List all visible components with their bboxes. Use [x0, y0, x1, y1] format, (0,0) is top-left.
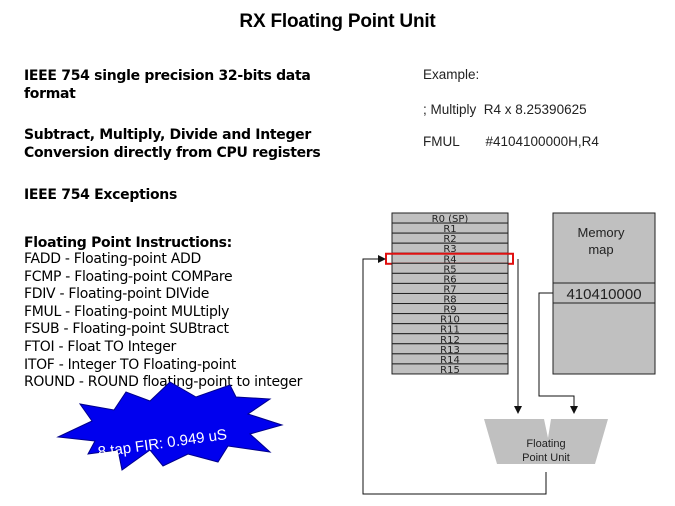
example-comment: ; Multiply R4 x 8.25390625	[423, 102, 587, 117]
register-label: R2	[443, 234, 456, 245]
bullet-line: format	[24, 86, 76, 102]
bullet-line: IEEE 754 Exceptions	[24, 187, 177, 203]
instruction-item: FADD - Floating-point ADD	[24, 251, 201, 267]
example-instruction: FMUL #4104100000H,R4	[423, 134, 599, 149]
instruction-item: FDIV - Floating-point DIVide	[24, 286, 210, 303]
register-label: R11	[440, 325, 460, 336]
register-label: R7	[443, 284, 456, 295]
example-label: Example:	[423, 67, 480, 82]
register-label: R3	[443, 244, 456, 255]
bullet-exceptions: IEEE 754 Exceptions	[24, 186, 177, 204]
instruction-item: FTOI - Float TO Integer	[24, 338, 176, 355]
register-label: R14	[440, 355, 460, 366]
register-label: R10	[440, 315, 460, 326]
register-label: R5	[443, 264, 456, 275]
fpu-shape	[484, 419, 608, 464]
memory-value: 410410000	[566, 286, 641, 303]
instruction-item: FSUB - Floating-point SUBtract	[24, 321, 229, 338]
bullet-operations: Subtract, Multiply, Divide and Integer C…	[24, 126, 321, 162]
memory-map-label-line1: Memory	[578, 225, 625, 240]
fpu-result-to-r4-connector	[362, 255, 547, 495]
register-label: R8	[443, 295, 456, 306]
register-row	[391, 363, 509, 375]
bullet-line: Subtract, Multiply, Divide and Integer	[24, 127, 311, 143]
memory-map-label-line2: map	[588, 242, 613, 257]
instructions-list: FADD - Floating-point ADD FCMP - Floatin…	[24, 251, 302, 392]
bullet-line: Conversion directly from CPU registers	[24, 145, 321, 161]
register-label: R9	[443, 305, 456, 316]
register-label: R1	[443, 224, 456, 235]
instruction-item: ITOF - Integer TO Floating-point	[24, 356, 236, 373]
instruction-item: FMUL - Floating-point MULtiply	[24, 303, 230, 320]
register-label: R13	[440, 345, 460, 356]
bullet-ieee-format: IEEE 754 single precision 32-bits data f…	[24, 67, 311, 103]
fpu-label-line1: Floating	[526, 438, 565, 450]
register-label: R12	[440, 335, 460, 346]
register-label: R0 (SP)	[432, 214, 469, 225]
instructions-heading: Floating Point Instructions:	[24, 235, 232, 251]
slide-title: RX Floating Point Unit	[239, 11, 436, 32]
memory-to-fpu-connector	[538, 292, 578, 414]
register-stack: R0 (SP)R1R2R3R4R5R6R7R8R9R10R11R12R13R14…	[385, 212, 514, 376]
bullet-line: IEEE 754 single precision 32-bits data	[24, 68, 311, 84]
instruction-item: FCMP - Floating-point COMPare	[24, 268, 233, 285]
starburst-shape	[56, 381, 284, 471]
instruction-item: ROUND - ROUND floating-point to integer	[24, 374, 303, 391]
register-label: R6	[443, 274, 456, 285]
fpu-label-line2: Point Unit	[522, 452, 570, 464]
register-label: R4	[443, 254, 456, 265]
register-label: R15	[440, 365, 460, 376]
